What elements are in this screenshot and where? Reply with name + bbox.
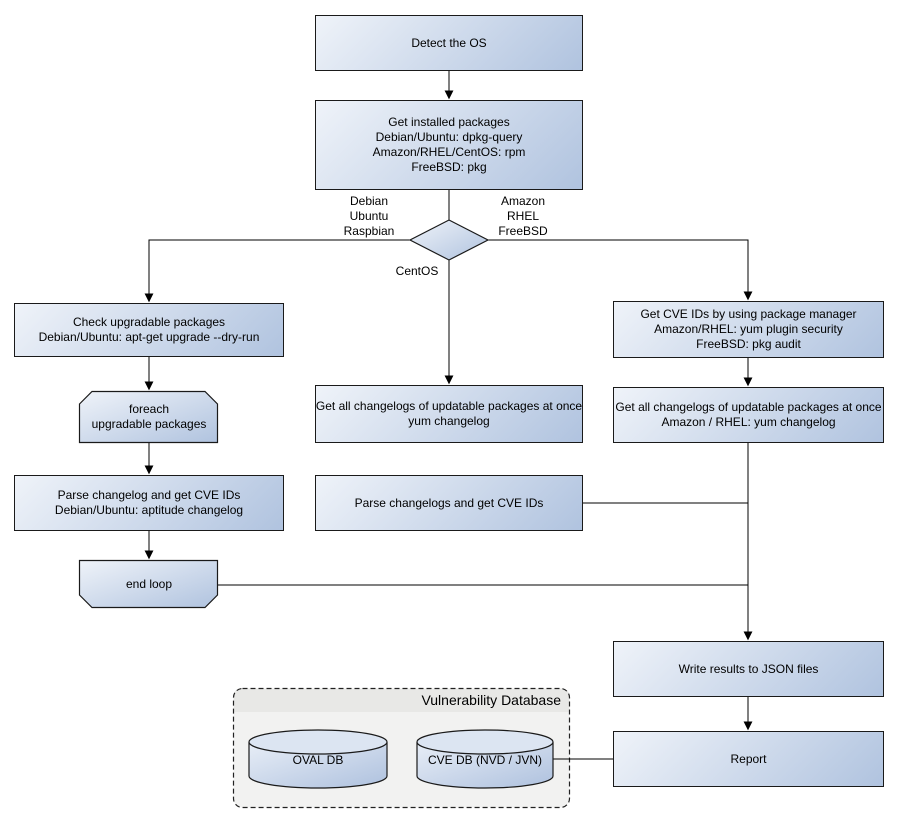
node-get-changelogs-amazon: Get all changelogs of updatable packages… [613, 387, 884, 443]
end-loop-label: end loop [80, 561, 218, 607]
edge-label-line: Amazon [500, 194, 546, 208]
node-detect-os: Detect the OS [315, 15, 583, 71]
oval-db-cylinder [248, 742, 388, 789]
node-text: Parse changelogs and get CVE IDs [354, 495, 544, 510]
edge-label-line: Ubuntu [349, 209, 389, 223]
vulnerability-database-title: Vulnerability Database [421, 692, 561, 708]
node-check-upgradable-packages: Check upgradable packages Debian/Ubuntu:… [14, 303, 284, 357]
edge-label-line: Debian [349, 194, 389, 208]
node-text: Amazon/RHEL: yum plugin security [654, 322, 843, 336]
branch-label-centos: CentOS [377, 264, 457, 279]
os-decision-diamond [408, 219, 490, 261]
node-parse-changelogs-centos: Parse changelogs and get CVE IDs [315, 475, 583, 531]
node-text: Debian/Ubuntu: aptitude changelog [54, 503, 244, 517]
node-text: Debian/Ubuntu: apt-get upgrade --dry-run [38, 330, 260, 344]
node-text: FreeBSD: pkg [411, 160, 487, 174]
node-text: upgradable packages [91, 417, 207, 431]
oval-db-label: OVAL DB [249, 746, 387, 774]
cve-db-cylinder-top [416, 729, 554, 755]
cylinder-label: OVAL DB [292, 752, 344, 767]
node-text: Check upgradable packages [72, 315, 226, 329]
node-text: Parse changelog and get CVE IDs [57, 488, 241, 502]
node-text: Write results to JSON files [678, 661, 819, 676]
foreach-loop-label: foreach upgradable packages [80, 392, 218, 442]
branch-label-debian: Debian Ubuntu Raspbian [329, 194, 409, 239]
foreach-loop-shape [78, 390, 219, 444]
cve-db-label: CVE DB (NVD / JVN) [417, 746, 553, 774]
node-get-installed-packages: Get installed packages Debian/Ubuntu: dp… [315, 100, 583, 190]
node-text: end loop [125, 576, 173, 591]
node-text: foreach [128, 402, 170, 416]
node-text: FreeBSD: pkg audit [696, 337, 801, 351]
node-parse-changelog-left: Parse changelog and get CVE IDs Debian/U… [14, 475, 284, 531]
node-text: Debian/Ubuntu: dpkg-query [375, 130, 523, 144]
branch-label-amazon: Amazon RHEL FreeBSD [483, 194, 563, 239]
edge-label-line: FreeBSD [498, 224, 548, 238]
cve-db-cylinder [416, 742, 554, 789]
edge-label-line: CentOS [395, 264, 439, 278]
edge-label-line: RHEL [506, 209, 539, 223]
node-get-changelogs-centos: Get all changelogs of updatable packages… [315, 385, 583, 443]
edge-label-line: Raspbian [343, 224, 395, 238]
node-text: Get all changelogs of updatable packages… [615, 400, 882, 414]
node-text: Get all changelogs of updatable packages… [315, 399, 583, 413]
end-loop-shape [78, 559, 219, 609]
node-write-results-json: Write results to JSON files [613, 641, 884, 697]
node-text: Report [730, 751, 767, 766]
node-text: Get installed packages [388, 115, 510, 129]
node-text: yum changelog [408, 414, 490, 428]
node-text: Detect the OS [411, 35, 487, 50]
node-text: Amazon / RHEL: yum changelog [661, 415, 836, 429]
node-get-cve-ids-package-manager: Get CVE IDs by using package manager Ama… [613, 301, 884, 358]
oval-db-cylinder-top [248, 729, 388, 755]
connector-decision-to-get-cve-ids [488, 239, 753, 301]
connector-decision-to-check-upgradable [144, 239, 410, 303]
node-text: Get CVE IDs by using package manager [640, 307, 857, 321]
vulnerability-database-header-band [233, 688, 570, 712]
cylinder-label: CVE DB (NVD / JVN) [427, 752, 542, 767]
node-report: Report [613, 731, 884, 787]
node-text: Amazon/RHEL/CentOS: rpm [372, 145, 526, 159]
